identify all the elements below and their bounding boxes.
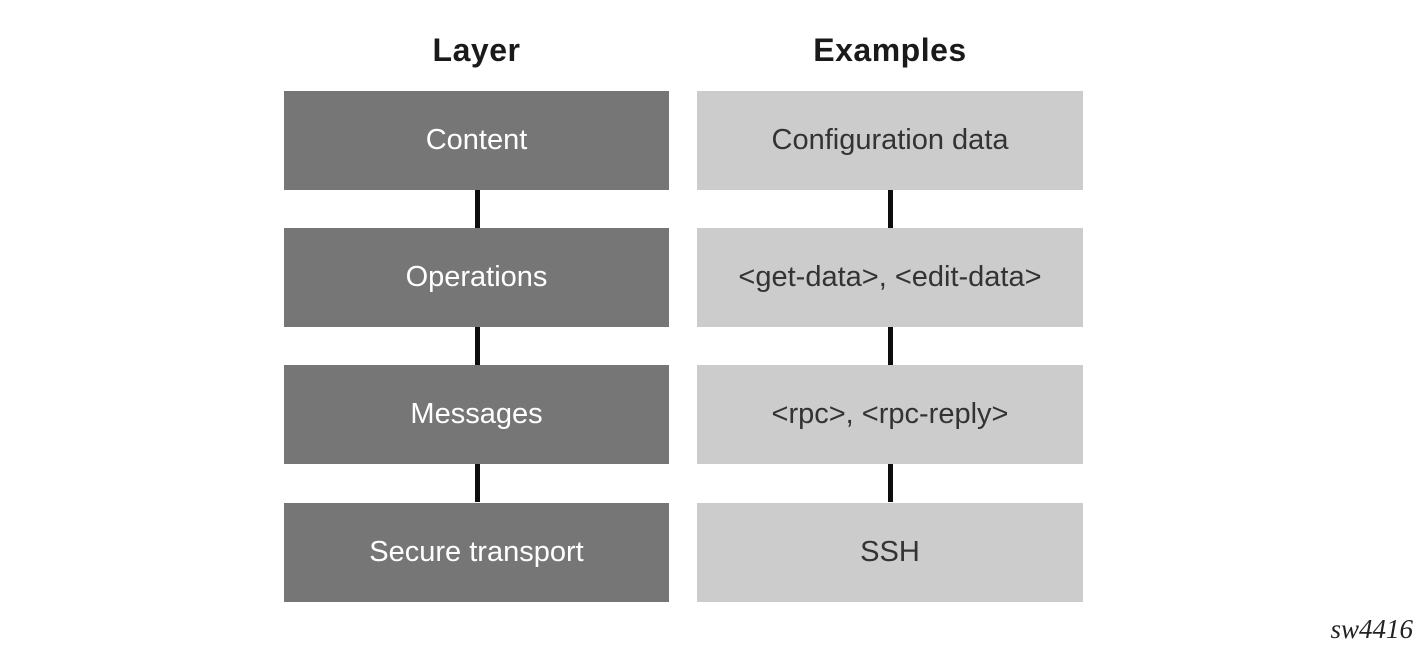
connector-line xyxy=(475,464,480,502)
connector-line xyxy=(475,327,480,365)
layer-column-header: Layer xyxy=(432,32,521,68)
example-box: <get-data>, <edit-data> xyxy=(697,228,1083,327)
layer-box-label: Secure transport xyxy=(369,536,584,568)
example-box: Configuration data xyxy=(697,91,1083,190)
layer-box-label: Operations xyxy=(405,261,548,293)
connector-line xyxy=(888,190,893,228)
figure-id-label: sw4416 xyxy=(1330,614,1413,644)
example-box-label: SSH xyxy=(860,536,920,568)
example-box-label: <rpc>, <rpc-reply> xyxy=(771,398,1009,430)
layer-box-label: Messages xyxy=(410,398,543,430)
example-box: <rpc>, <rpc-reply> xyxy=(697,365,1083,464)
connector-line xyxy=(475,190,480,228)
example-box: SSH xyxy=(697,503,1083,602)
layer-box: Secure transport xyxy=(284,503,669,602)
example-box-label: <get-data>, <edit-data> xyxy=(738,261,1042,293)
layer-box-label: Content xyxy=(425,124,528,156)
layer-box: Content xyxy=(284,91,669,190)
layer-box: Messages xyxy=(284,365,669,464)
connector-line xyxy=(888,464,893,502)
connector-line xyxy=(888,327,893,365)
examples-column-header: Examples xyxy=(813,32,967,68)
example-box-label: Configuration data xyxy=(771,124,1009,156)
layer-box: Operations xyxy=(284,228,669,327)
